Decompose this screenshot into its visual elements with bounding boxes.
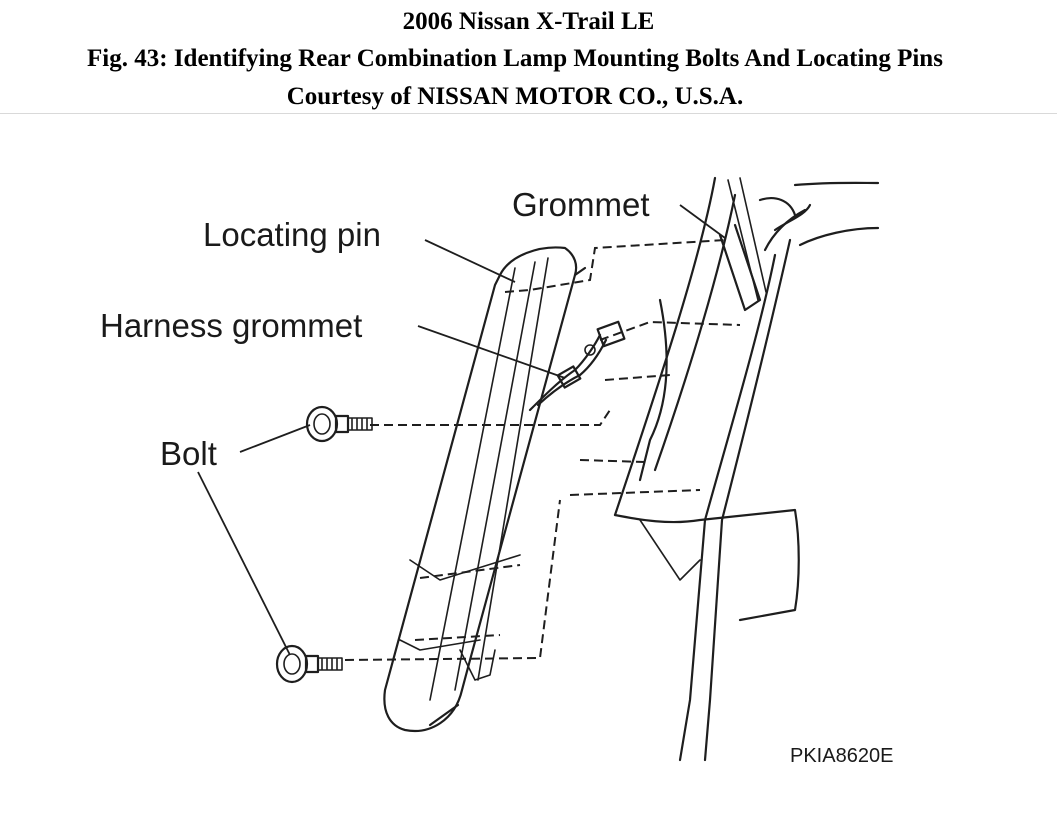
label-grommet: Grommet [512, 186, 650, 223]
label-harness-grommet: Harness grommet [100, 307, 362, 344]
body-pillar [613, 176, 880, 762]
vehicle-title: 2006 Nissan X-Trail LE [402, 8, 655, 35]
leader-lines [197, 204, 726, 656]
figure-title: Fig. 43: Identifying Rear Combination La… [87, 45, 943, 72]
bolt-lower [275, 644, 343, 684]
part-code: PKIA8620E [790, 745, 893, 767]
courtesy-line: Courtesy of NISSAN MOTOR CO., U.S.A. [286, 83, 744, 110]
rear-combination-lamp [383, 246, 587, 733]
bolt-upper [305, 405, 373, 443]
label-locating-pin: Locating pin [203, 216, 381, 253]
alignment-lines [344, 239, 741, 661]
harness-connector [528, 320, 626, 412]
figure-header: 2006 Nissan X-Trail LE Fig. 43: Identify… [0, 0, 1057, 114]
label-bolt: Bolt [160, 435, 217, 472]
